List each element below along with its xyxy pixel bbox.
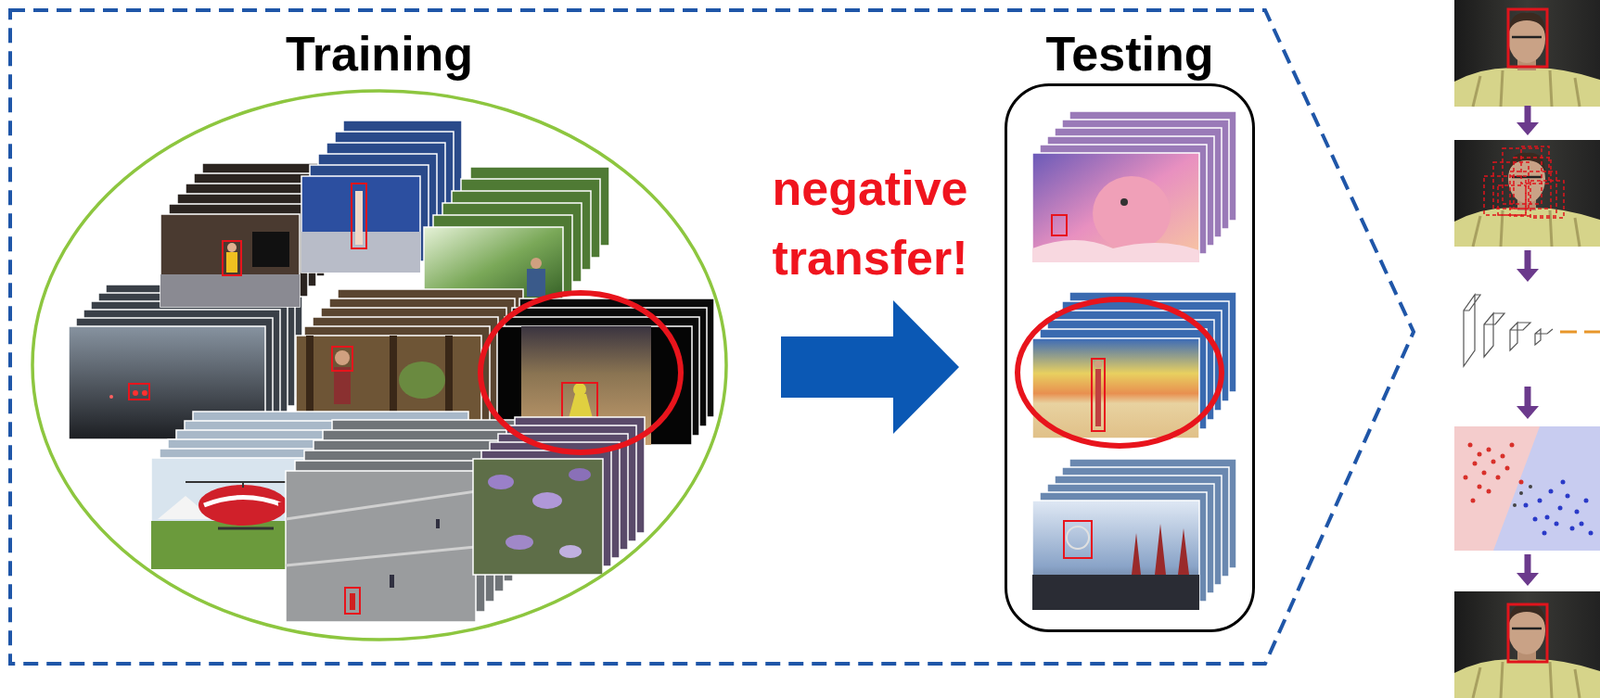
region-ellipse <box>32 90 727 640</box>
set-heading: Testing <box>1004 27 1255 80</box>
region-outline <box>30 89 729 642</box>
box-outline <box>1004 83 1255 633</box>
block-arrow <box>780 300 960 435</box>
warning-label: negative transfer! <box>754 153 986 294</box>
training-set-region: Training <box>30 27 729 642</box>
testing-set-box: Testing <box>1004 27 1255 633</box>
set-heading: Training <box>30 27 729 80</box>
